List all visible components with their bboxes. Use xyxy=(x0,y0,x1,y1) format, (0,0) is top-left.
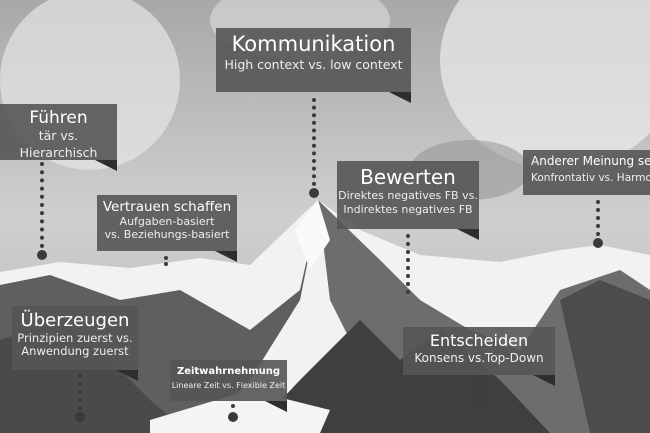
label-title: Überzeugen xyxy=(20,310,130,331)
pointer-icon xyxy=(265,401,287,412)
label-subtitle: Prinzipien zuerst vs. xyxy=(17,330,133,345)
dotted-connector xyxy=(478,380,487,410)
label-subtitle: Konfrontativ vs. Harmon xyxy=(531,172,650,185)
dotted-connector xyxy=(164,256,173,266)
label-subtitle: Lineare Zeit vs. Flexible Zeit xyxy=(171,381,286,390)
label-title: Bewerten xyxy=(360,165,456,189)
dotted-connector xyxy=(406,234,415,294)
anchor-dot xyxy=(309,188,319,198)
label-subtitle: tär vs. Hierarchisch xyxy=(19,128,98,161)
label-title: Anderer Meinung se xyxy=(531,154,650,168)
anchor-dot xyxy=(75,412,85,422)
label-anderer-meinung: Anderer Meinung se Konfrontativ vs. Harm… xyxy=(523,150,650,195)
label-title: Kommunikation xyxy=(231,32,396,56)
dotted-connector xyxy=(40,162,49,248)
pointer-icon xyxy=(389,92,411,103)
anchor-dot xyxy=(37,250,47,260)
label-subtitle: High context vs. low context xyxy=(224,57,403,73)
anchor-dot xyxy=(593,238,603,248)
label-subtitle: Direktes negatives FB vs. xyxy=(338,189,478,202)
label-title: Zeitwahrnehmung xyxy=(176,366,281,377)
dotted-connector xyxy=(312,98,321,186)
label-title: Führen xyxy=(29,108,88,128)
label-title: Entscheiden xyxy=(429,331,529,350)
label-bewerten: Bewerten Direktes negatives FB vs. Indir… xyxy=(337,161,479,240)
label-subtitle: Aufgaben-basiert xyxy=(119,215,215,229)
label-title: Vertrauen schaffen xyxy=(102,199,232,215)
pointer-icon xyxy=(95,160,117,171)
pointer-icon xyxy=(116,370,138,381)
dotted-connector xyxy=(596,200,605,236)
label-subtitle: Konsens vs.Top-Down xyxy=(414,351,544,366)
anchor-dot xyxy=(228,412,238,422)
dotted-connector xyxy=(78,374,87,410)
label-kommunikation: Kommunikation High context vs. low conte… xyxy=(216,28,411,103)
label-vertrauen-schaffen: Vertrauen schaffen Aufgaben-basiert vs. … xyxy=(97,195,237,262)
label-fuehren: Führen tär vs. Hierarchisch xyxy=(0,104,117,171)
label-subtitle: Anwendung zuerst xyxy=(21,344,129,359)
label-zeitwahrnehmung: Zeitwahrnehmung Lineare Zeit vs. Flexibl… xyxy=(170,360,287,412)
label-subtitle: Indirektes negatives FB xyxy=(343,203,473,217)
pointer-icon xyxy=(457,229,479,240)
dotted-connector xyxy=(231,404,240,410)
pointer-icon xyxy=(533,375,555,386)
label-subtitle: vs. Beziehungs-basiert xyxy=(104,228,230,242)
pointer-icon xyxy=(215,251,237,262)
label-entscheiden: Entscheiden Konsens vs.Top-Down xyxy=(403,327,555,386)
label-ueberzeugen: Überzeugen Prinzipien zuerst vs. Anwendu… xyxy=(12,306,138,381)
